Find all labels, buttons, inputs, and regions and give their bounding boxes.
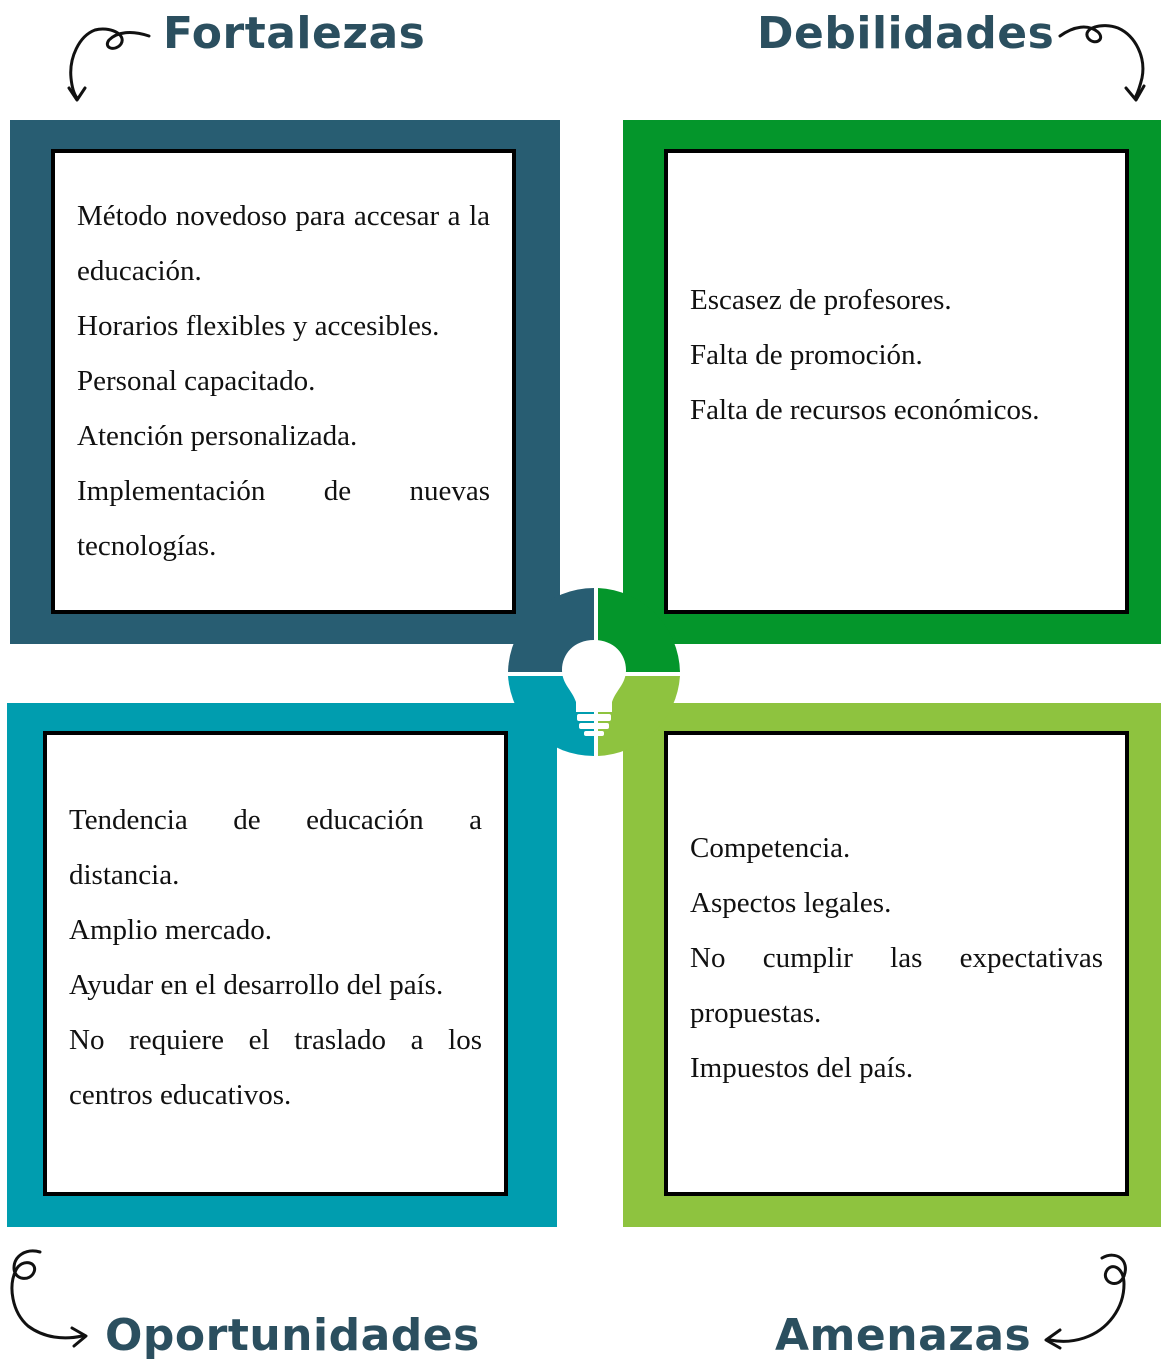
amenaza-item: Impuestos del país. <box>690 1052 914 1084</box>
debilidad-item: Falta de promoción. <box>690 339 923 371</box>
card-oportunidades: Tendencia de educación a distancia. Ampl… <box>43 731 508 1196</box>
center-quadrant-oportunidades <box>508 676 594 757</box>
heading-oportunidades: Oportunidades <box>105 1310 480 1361</box>
fortaleza-item: Método novedoso para accesar a la educac… <box>77 200 490 287</box>
lightbulb-icon <box>562 640 626 736</box>
oportunidad-item: No requiere el traslado a los centros ed… <box>69 1024 482 1111</box>
fortaleza-item: Implementación de nuevas tecnologías. <box>77 475 490 562</box>
card-amenazas: Competencia. Aspectos legales. No cumpli… <box>664 731 1129 1196</box>
fortaleza-item: Horarios flexibles y accesibles. <box>77 310 440 342</box>
fortaleza-item: Atención personalizada. <box>77 420 358 452</box>
curly-arrow-icon-amenazas <box>1044 1253 1127 1350</box>
debilidad-item: Falta de recursos económicos. <box>690 394 1040 426</box>
debilidad-item: Escasez de profesores. <box>690 284 952 316</box>
fortaleza-item: Personal capacitado. <box>77 365 316 397</box>
heading-fortalezas: Fortalezas <box>163 8 426 59</box>
card-fortalezas: Método novedoso para accesar a la educac… <box>51 149 516 614</box>
card-debilidades: Escasez de profesores. Falta de promoció… <box>664 149 1129 614</box>
amenaza-item: No cumplir las expectativas propuestas. <box>690 942 1103 1029</box>
amenaza-item: Aspectos legales. <box>690 887 892 919</box>
heading-amenazas: Amenazas <box>775 1310 1032 1361</box>
oportunidad-item: Tendencia de educación a distancia. <box>69 804 482 891</box>
oportunidad-item: Ayudar en el desarrollo del país. <box>69 969 444 1001</box>
curly-arrow-icon-debilidades <box>1058 24 1146 102</box>
curly-arrow-icon-fortalezas <box>67 27 151 102</box>
oportunidad-item: Amplio mercado. <box>69 914 272 946</box>
curly-arrow-icon-oportunidades <box>10 1249 88 1348</box>
heading-debilidades: Debilidades <box>757 8 1055 59</box>
center-quadrant-amenazas <box>598 676 680 756</box>
amenaza-item: Competencia. <box>690 832 851 864</box>
